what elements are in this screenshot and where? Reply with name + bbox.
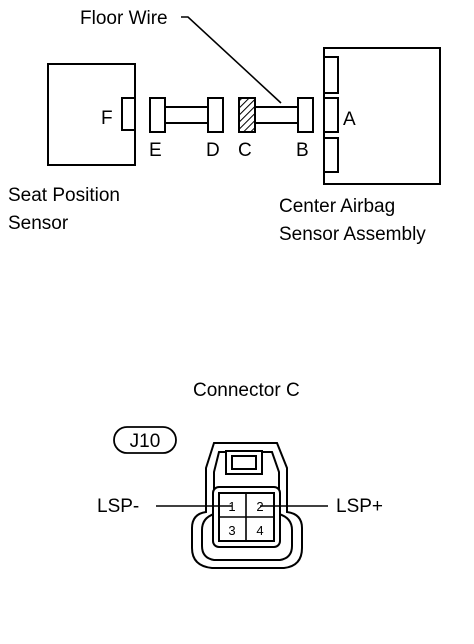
terminal-c-connector-hatched [238, 97, 256, 133]
lsp-plus-label: LSP+ [336, 496, 383, 517]
terminal-f-label: F [101, 108, 113, 129]
center-airbag-sensor-body [323, 47, 441, 185]
connector-id-badge [113, 426, 177, 454]
seat-sensor-label-line1: Seat Position [8, 185, 120, 206]
floor-wire-leader [181, 16, 282, 104]
harness-e-d [164, 106, 209, 124]
terminal-b-label: B [296, 140, 309, 161]
center-airbag-label-line1: Center Airbag [279, 196, 395, 217]
terminal-a-label: A [343, 109, 356, 130]
terminal-e-label: E [149, 140, 162, 161]
locking-tab-inner [231, 455, 257, 470]
terminal-d-connector [207, 97, 224, 133]
airbag-connector-lower [323, 137, 339, 173]
center-airbag-label-line2: Sensor Assembly [279, 224, 426, 245]
floor-wire-label: Floor Wire [80, 8, 168, 29]
connector-id-label: J10 [130, 431, 161, 452]
connector-title: Connector C [193, 380, 300, 401]
terminal-b-connector [297, 97, 314, 133]
pin-4-label: 4 [256, 523, 263, 538]
terminal-d-label: D [206, 140, 220, 161]
terminal-e-connector [149, 97, 166, 133]
terminal-a-connector [323, 97, 339, 133]
pin-3-label: 3 [228, 523, 235, 538]
terminal-c-label: C [238, 140, 252, 161]
seat-sensor-label-line2: Sensor [8, 213, 69, 234]
terminal-f-connector [121, 97, 136, 131]
harness-c-b-floor-wire [254, 106, 299, 124]
lsp-minus-label: LSP- [97, 496, 139, 517]
seat-position-sensor-body [47, 63, 136, 166]
airbag-connector-upper [323, 56, 339, 94]
